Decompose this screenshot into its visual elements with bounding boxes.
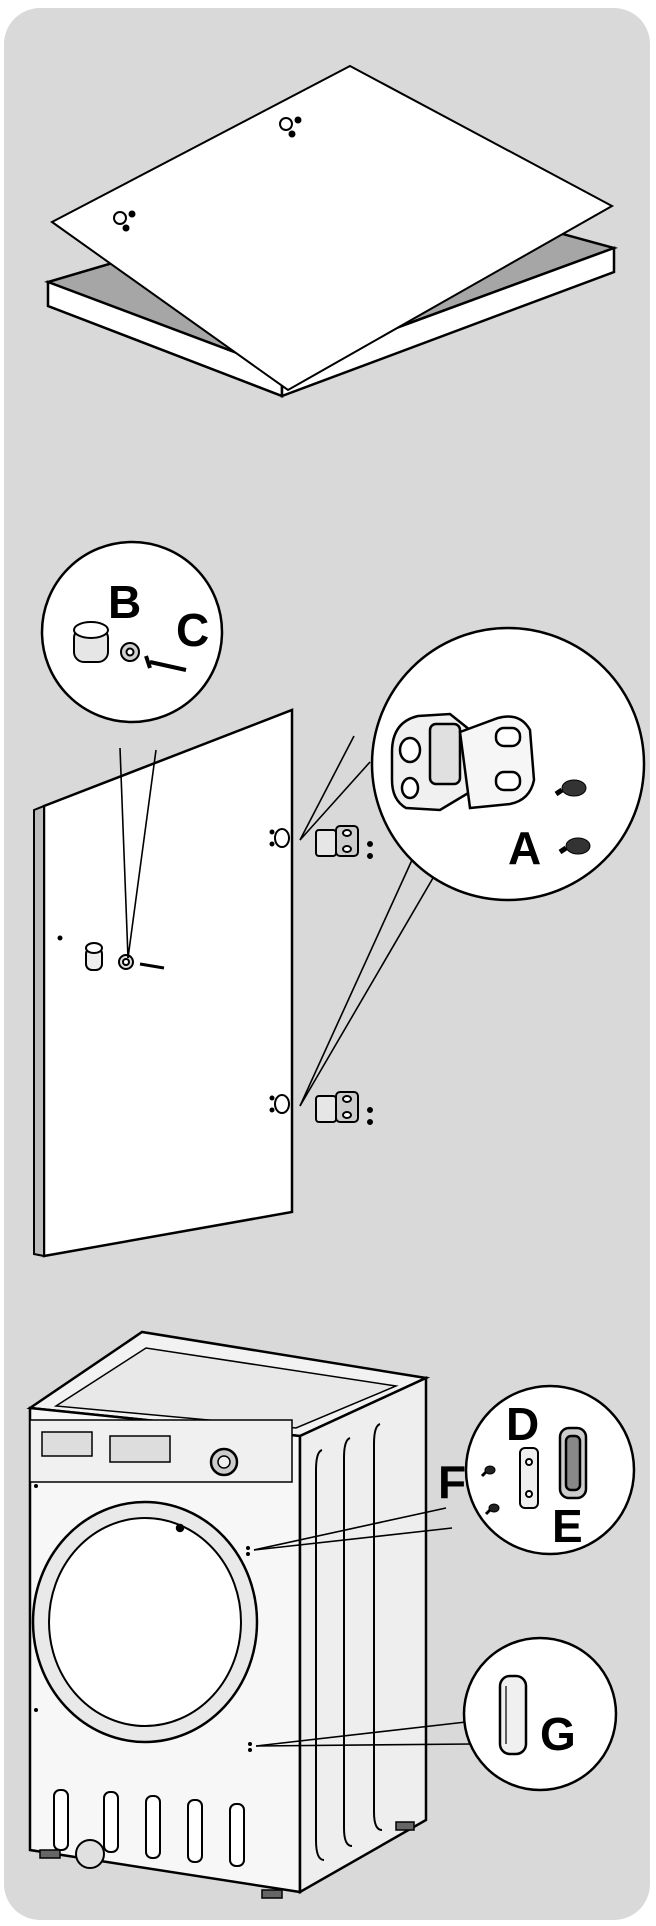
label-g: G (540, 1708, 576, 1760)
screw-f-icon (480, 1465, 500, 1516)
template-sheet (50, 64, 615, 392)
machine-step: D E F G (26, 1330, 636, 1899)
label-e: E (552, 1500, 583, 1552)
door-handle-parts (57, 935, 165, 971)
hinge-upper-icon (315, 825, 373, 859)
door-step: B C A (33, 540, 646, 1258)
screw-c-icon (144, 655, 187, 672)
label-f: F (438, 1456, 466, 1508)
callout-lines (119, 735, 441, 1107)
hinge-detail-icon (390, 712, 536, 812)
callout-cap-g: G (462, 1636, 618, 1792)
door-panel (33, 708, 294, 1258)
callout-latch-def: D E F (438, 1384, 636, 1556)
worktop-step (44, 64, 619, 398)
callout-handle-bc: B C (40, 540, 224, 724)
washer-icon (120, 642, 140, 662)
cover-cap-g-icon (498, 1674, 528, 1756)
callout-hinge-a: A (370, 626, 646, 902)
label-a: A (508, 822, 541, 874)
handle-knob-icon (73, 621, 109, 663)
label-c: C (176, 604, 209, 656)
latch-plate-d-icon (519, 1447, 539, 1509)
hinge-lower-icon (315, 1091, 373, 1125)
hinge-mark-icon (113, 116, 302, 232)
screw-a-lower-icon (558, 837, 591, 855)
label-d: D (506, 1398, 539, 1450)
label-b: B (108, 576, 141, 628)
hinge-cups (269, 828, 290, 1114)
washing-machine (26, 1330, 431, 1899)
latch-striker-e-icon (558, 1426, 588, 1500)
screw-a-upper-icon (554, 779, 587, 797)
machine-callout-lines (253, 1507, 473, 1747)
